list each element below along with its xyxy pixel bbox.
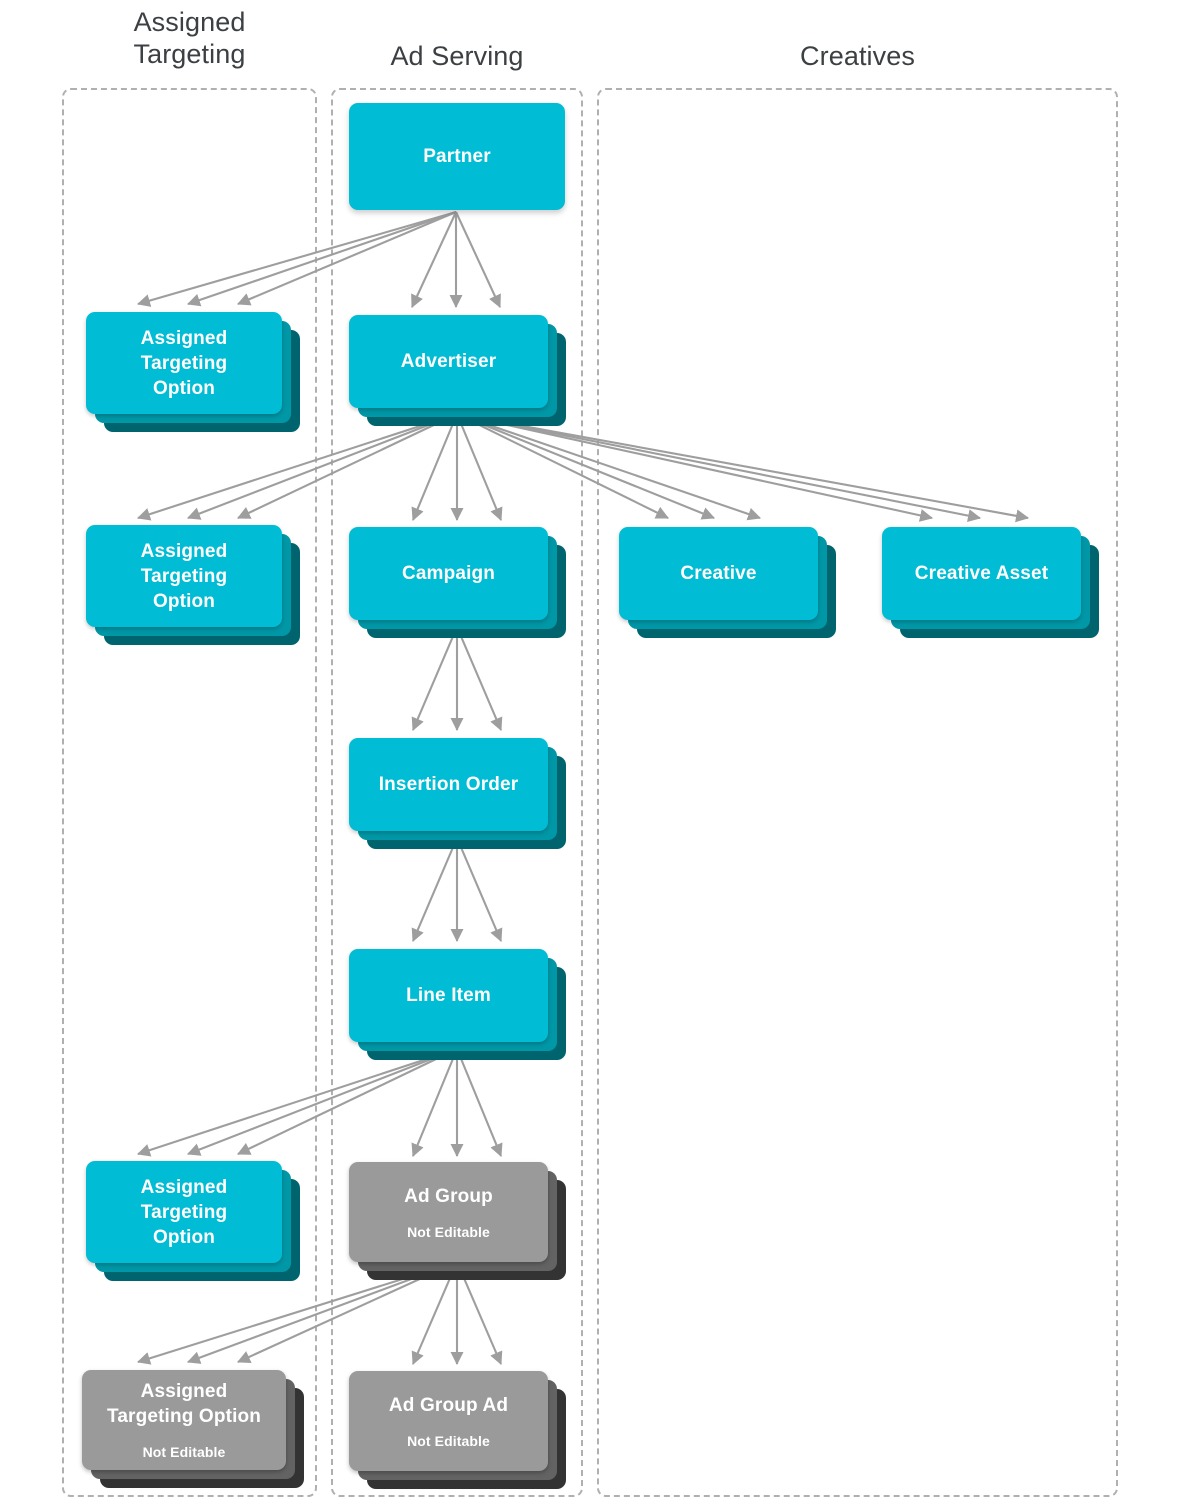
node-not-editable-badge: Not Editable <box>407 1223 490 1240</box>
node-label: Creative Asset <box>914 563 1049 584</box>
node-line-item[interactable]: Line Item <box>349 949 566 1060</box>
node-partner[interactable]: Partner <box>349 103 565 210</box>
node-card: Creative <box>619 527 818 620</box>
node-card: Partner <box>349 103 565 210</box>
node-label-line-2: Targeting Option <box>106 1406 262 1427</box>
node-label-line-3: Option <box>152 377 216 399</box>
node-label: Line Item <box>406 985 491 1006</box>
column-container-ad-serving <box>331 88 583 1497</box>
column-title-creatives: Creatives <box>597 40 1118 72</box>
node-label-line-1: Assigned <box>140 1176 228 1198</box>
node-ato-partner[interactable]: Assigned Targeting Option <box>86 312 300 432</box>
column-title-assigned-targeting: Assigned Targeting <box>62 6 317 70</box>
node-creative[interactable]: Creative <box>619 527 836 638</box>
node-ato-advertiser[interactable]: Assigned Targeting Option <box>86 525 300 645</box>
node-label-line-1: Assigned <box>140 327 228 349</box>
node-card: Campaign <box>349 527 548 620</box>
node-label-line-2: Targeting <box>140 352 228 374</box>
column-title-line-1: Assigned <box>133 7 246 37</box>
node-campaign[interactable]: Campaign <box>349 527 566 638</box>
node-card: Assigned Targeting Option <box>86 525 282 627</box>
node-label: Partner <box>423 146 491 167</box>
node-card: Insertion Order <box>349 738 548 831</box>
node-label-line-3: Option <box>152 590 216 612</box>
node-insertion-order[interactable]: Insertion Order <box>349 738 566 849</box>
node-label: Advertiser <box>400 351 497 372</box>
node-card: Line Item <box>349 949 548 1042</box>
node-label-line-1: Assigned <box>140 1381 228 1402</box>
column-container-assigned-targeting <box>62 88 317 1497</box>
node-ato-lineitem[interactable]: Assigned Targeting Option <box>86 1161 300 1281</box>
node-ad-group-ad[interactable]: Ad Group Ad Not Editable <box>349 1371 566 1489</box>
node-label: Insertion Order <box>378 774 519 795</box>
node-label: Campaign <box>401 563 496 584</box>
node-card: Ad Group Ad Not Editable <box>349 1371 548 1471</box>
node-label-line-1: Assigned <box>140 540 228 562</box>
node-label-line-2: Targeting <box>140 1201 228 1223</box>
node-label-line-2: Targeting <box>140 565 228 587</box>
node-card: Ad Group Not Editable <box>349 1162 548 1262</box>
node-ato-adgroup[interactable]: Assigned Targeting Option Not Editable <box>82 1370 304 1488</box>
node-label: Ad Group Ad <box>388 1394 509 1416</box>
node-advertiser[interactable]: Advertiser <box>349 315 566 426</box>
node-not-editable-badge: Not Editable <box>142 1444 226 1460</box>
node-ad-group[interactable]: Ad Group Not Editable <box>349 1162 566 1280</box>
node-label: Creative <box>680 563 757 584</box>
node-card: Assigned Targeting Option Not Editable <box>82 1370 286 1470</box>
node-card: Assigned Targeting Option <box>86 312 282 414</box>
node-not-editable-badge: Not Editable <box>407 1432 490 1449</box>
node-label-line-3: Option <box>152 1226 216 1248</box>
node-creative-asset[interactable]: Creative Asset <box>882 527 1099 638</box>
node-card: Creative Asset <box>882 527 1081 620</box>
column-title-ad-serving: Ad Serving <box>331 40 583 72</box>
column-title-line-1: Creatives <box>800 41 915 71</box>
node-label: Ad Group <box>404 1185 493 1207</box>
column-title-line-1: Ad Serving <box>390 41 524 71</box>
column-title-line-2: Targeting <box>133 39 246 69</box>
node-card: Assigned Targeting Option <box>86 1161 282 1263</box>
node-card: Advertiser <box>349 315 548 408</box>
column-container-creatives <box>597 88 1118 1497</box>
